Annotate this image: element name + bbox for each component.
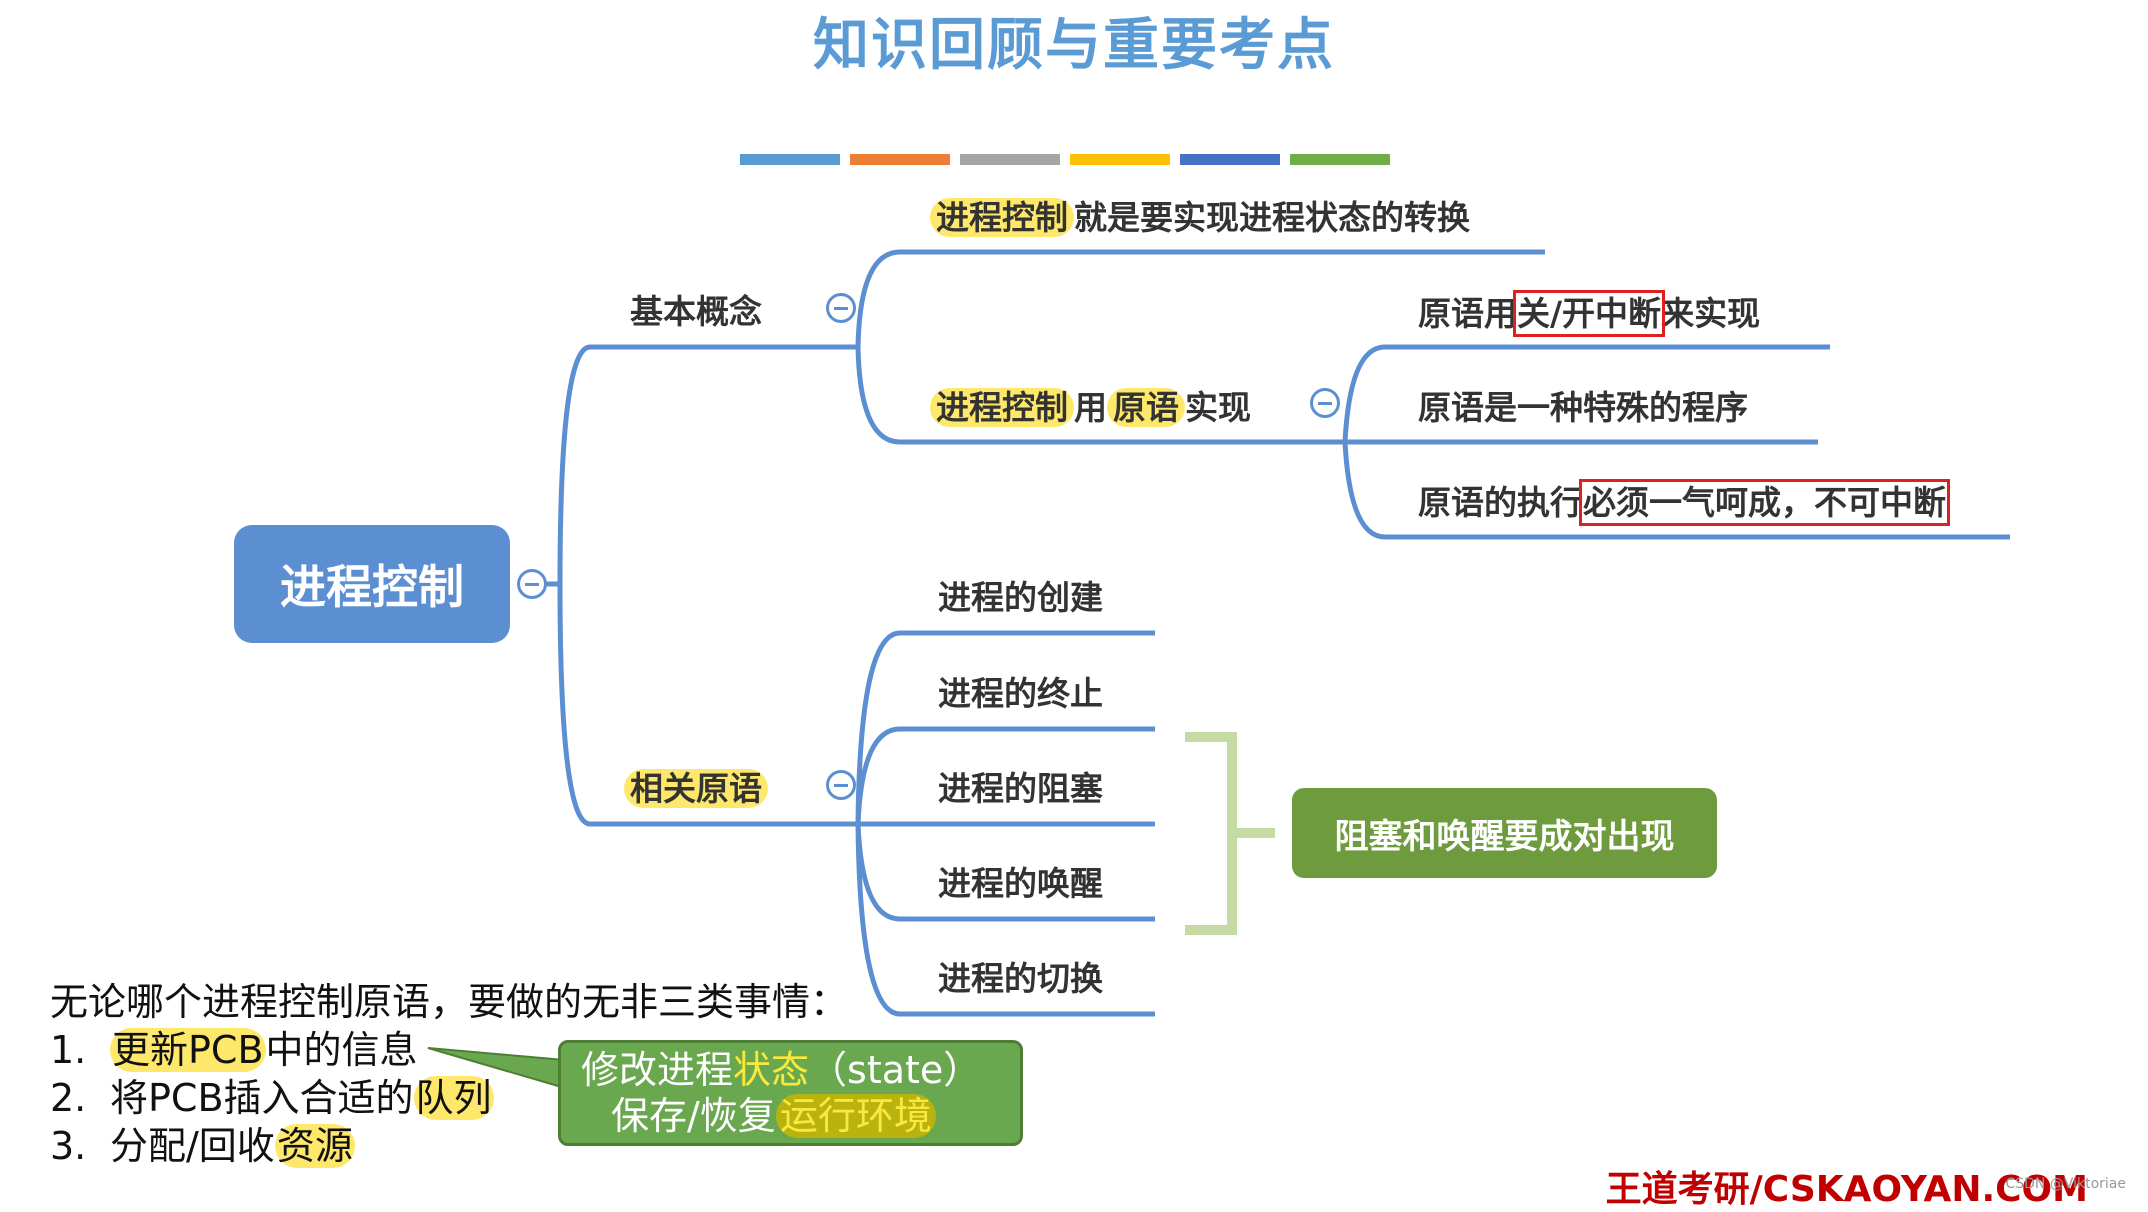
collapse-concepts-icon[interactable] [826,293,856,323]
collapse-impl-icon[interactable] [1310,388,1340,418]
concept-child-2-mid: 用 [1074,388,1107,427]
color-bar-1 [740,154,840,165]
bottom-item-2: 2. 将PCB插入合适的队列 [50,1074,848,1122]
primitive-item-3[interactable]: 原语的执行必须一气呵成，不可中断 [1418,479,1950,526]
concept-child-1-rest: 就是要实现进程状态的转换 [1074,198,1470,237]
highlight-text: 进程控制 [930,388,1074,427]
color-bar-6 [1290,154,1390,165]
highlight-text: 资源 [274,1124,355,1168]
callout-note: 修改进程状态（state） 保存/恢复运行环境 [558,1040,1023,1146]
primitive-item-2-text: 原语是一种特殊的程序 [1418,388,1748,427]
highlight-text: 队列 [413,1076,494,1120]
bottom-item-3-pre: 分配/回收 [110,1124,275,1168]
bottom-intro: 无论哪个进程控制原语，要做的无非三类事情： [50,980,849,1024]
primitive-item-3-pre: 原语的执行 [1418,483,1583,522]
bottom-item-3: 3. 分配/回收资源 [50,1122,848,1170]
primitive-wakeup[interactable]: 进程的唤醒 [938,864,1103,903]
bottom-item-2-num: 2. [50,1076,87,1120]
boxed-text: 必须一气呵成，不可中断 [1579,479,1950,526]
callout-line-1: 修改进程状态（state） [581,1047,1000,1093]
highlight-text: 更新PCB [110,1028,266,1072]
root-node[interactable]: 进程控制 [234,525,510,643]
highlight-text: 相关原语 [624,769,768,808]
primitive-switch[interactable]: 进程的切换 [938,959,1103,998]
bottom-item-3-num: 3. [50,1124,87,1168]
branch-primitives-label[interactable]: 相关原语 [624,767,768,811]
bottom-item-1: 1. 更新PCB中的信息 [50,1026,848,1074]
primitive-item-1[interactable]: 原语用关/开中断来实现 [1418,290,1761,337]
primitive-item-1-post: 来实现 [1661,294,1761,333]
watermark: CSDN @Viktoriae [2005,1176,2126,1192]
callout-line-1-post: （state） [809,1048,982,1092]
primitive-block[interactable]: 进程的阻塞 [938,769,1103,808]
callout-highlight: 状态 [733,1048,810,1092]
connector-root-concepts [530,344,591,587]
collapse-primitives-icon[interactable] [826,770,856,800]
pair-bracket [1185,732,1275,935]
connector-root-primitives [557,583,591,827]
color-bar-3 [960,154,1060,165]
branch-concepts-label[interactable]: 基本概念 [630,292,762,331]
pair-note: 阻塞和唤醒要成对出现 [1292,788,1717,878]
primitive-item-2[interactable]: 原语是一种特殊的程序 [1418,386,1748,430]
bottom-item-2-pre: 将PCB插入合适的 [110,1076,414,1120]
boxed-text: 关/开中断 [1512,290,1666,337]
bottom-item-1-num: 1. [50,1028,87,1072]
bottom-item-1-rest: 中的信息 [265,1028,418,1072]
callout-line-2-pre: 保存/恢复 [611,1094,776,1138]
callout-highlight: 运行环境 [775,1094,936,1138]
color-bar-5 [1180,154,1280,165]
concept-child-2-rest: 实现 [1185,388,1251,427]
primitive-terminate[interactable]: 进程的终止 [938,674,1103,713]
bottom-notes: 无论哪个进程控制原语，要做的无非三类事情： 1. 更新PCB中的信息 2. 将PCB… [50,978,848,1170]
callout-line-2: 保存/恢复运行环境 [581,1093,1000,1139]
callout-line-1-pre: 修改进程 [581,1048,734,1092]
concept-child-1[interactable]: 进程控制就是要实现进程状态的转换 [930,196,1470,240]
collapse-root-icon[interactable] [517,569,547,599]
color-bar-2 [850,154,950,165]
page-title: 知识回顾与重要考点 [813,13,1335,78]
highlight-text: 进程控制 [930,198,1074,237]
color-bar-4 [1070,154,1170,165]
highlight-text: 原语 [1107,388,1185,427]
primitive-item-1-pre: 原语用 [1418,294,1517,333]
concept-child-2[interactable]: 进程控制用原语实现 [930,386,1251,430]
primitive-create[interactable]: 进程的创建 [938,578,1103,617]
